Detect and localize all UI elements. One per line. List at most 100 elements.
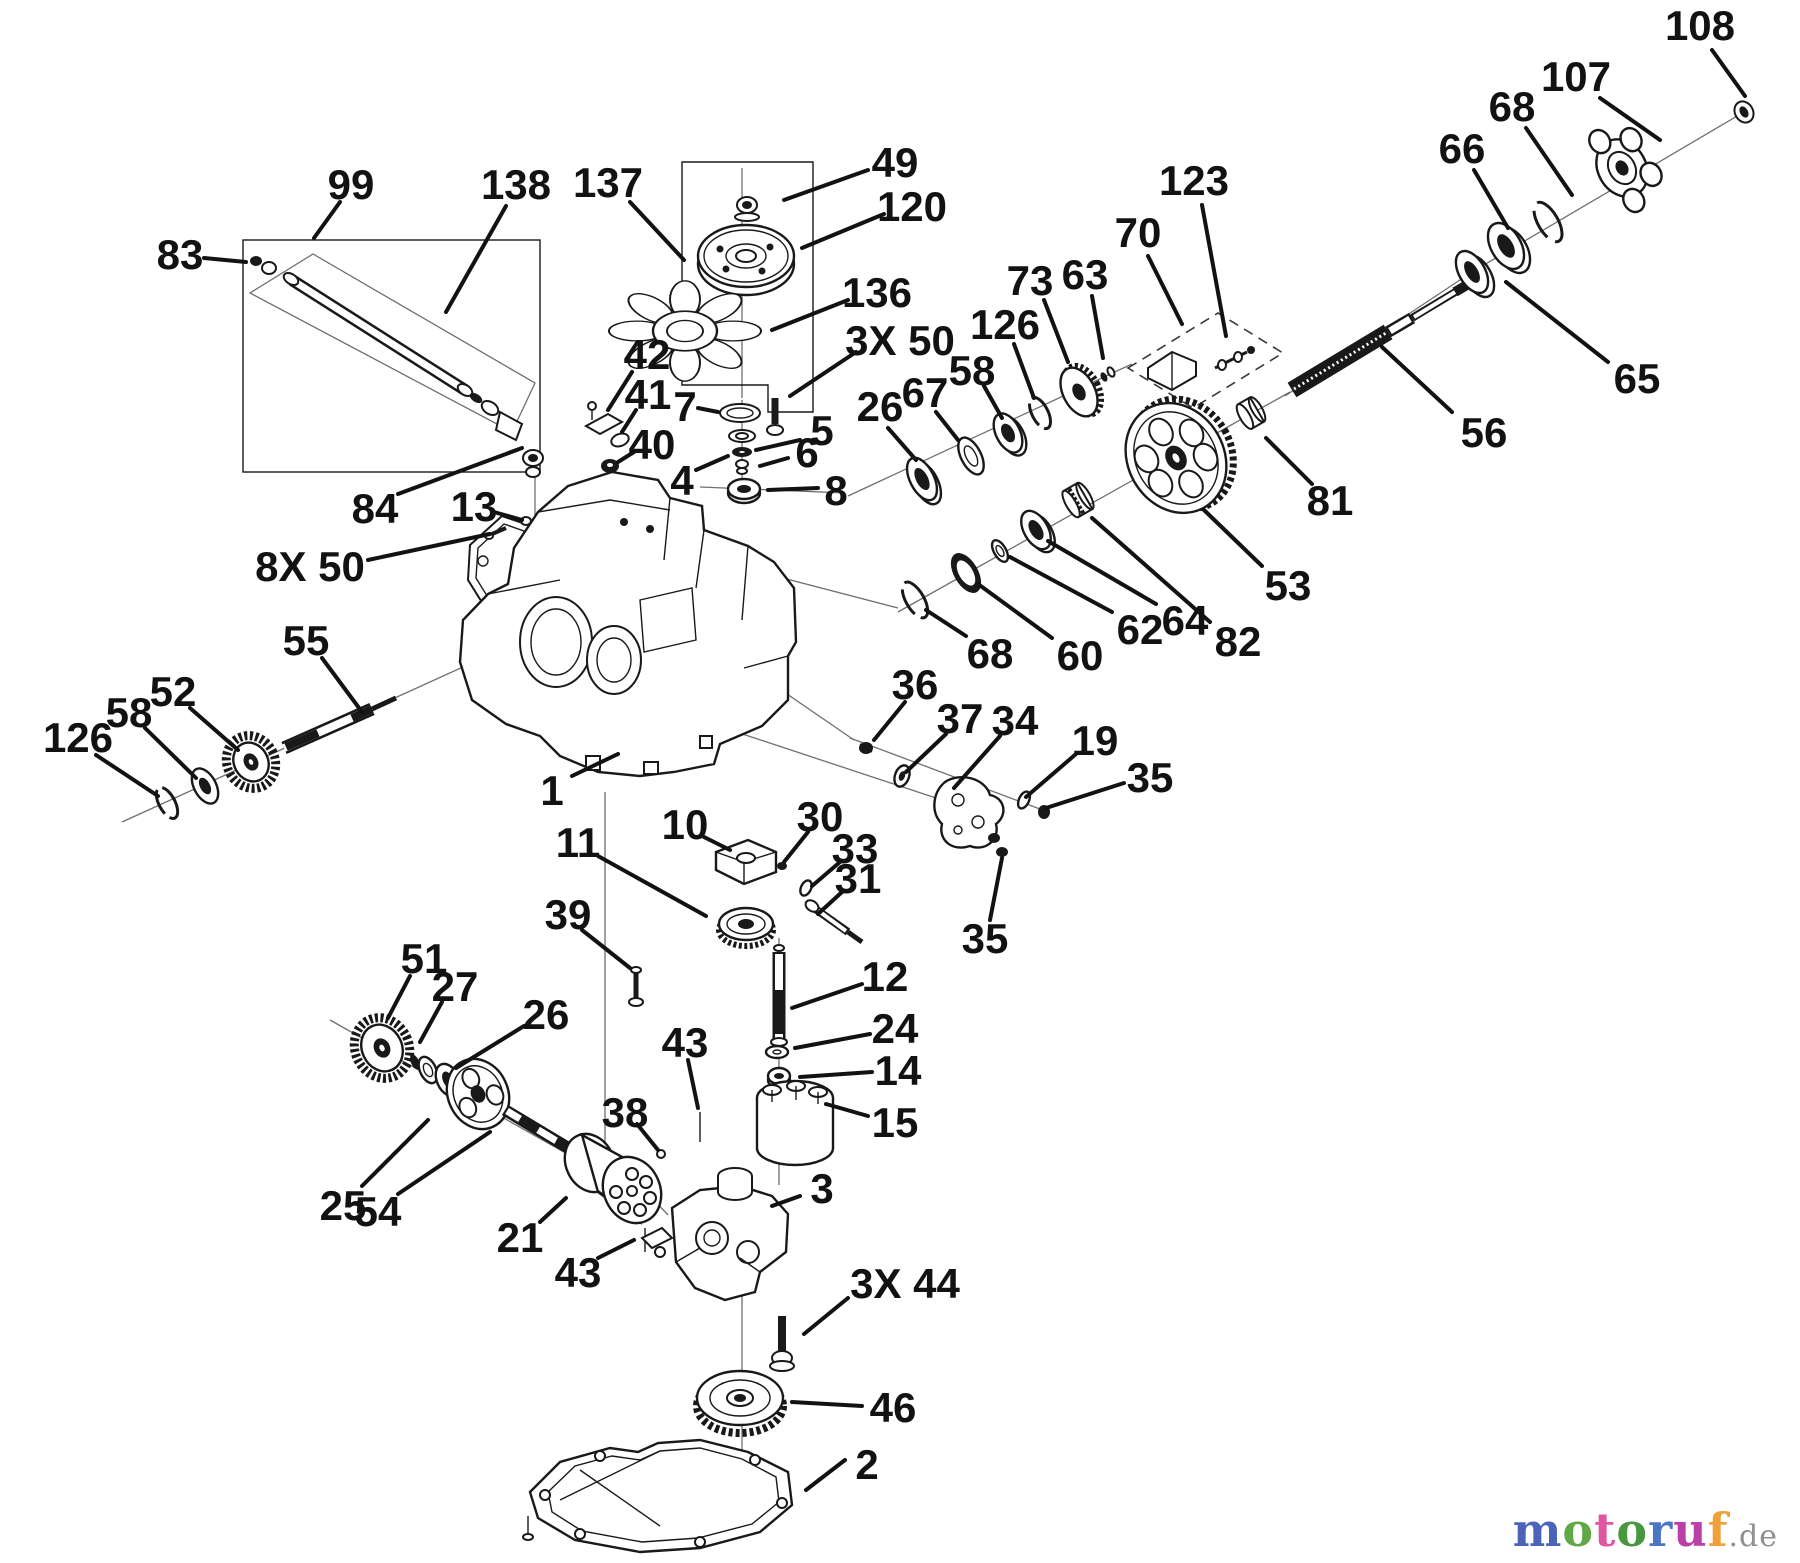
callout-label-56-7: 56 — [1461, 409, 1508, 456]
callout-label-3X50-59: 3X 50 — [845, 317, 955, 364]
watermark-logo: motoruf.de — [1513, 1503, 1778, 1557]
callout-leader-3X50-59 — [788, 350, 858, 398]
callout-leader-70-6 — [1146, 254, 1184, 326]
callout-leader-43-31 — [686, 1058, 700, 1110]
callout-label-66-3: 66 — [1439, 125, 1486, 172]
callout-label-54-37: 54 — [355, 1188, 402, 1235]
callout-label-83-52: 83 — [157, 231, 204, 278]
callout-label-15-30: 15 — [872, 1099, 919, 1146]
callout-label-25-36: 25 — [320, 1182, 367, 1229]
callout-label-84-51: 84 — [352, 485, 399, 532]
callout-leader-66-3 — [1472, 168, 1510, 230]
callout-leader-65-4 — [1504, 280, 1610, 364]
callout-label-60-13: 60 — [1057, 632, 1104, 679]
fan-pulley-group — [608, 161, 814, 436]
callout-leader-49-56 — [782, 168, 870, 202]
callout-label-108-0: 108 — [1665, 2, 1735, 49]
callout-label-35-19: 35 — [1127, 754, 1174, 801]
housing-1 — [458, 470, 798, 778]
callout-label-123-5: 123 — [1159, 157, 1229, 204]
callout-label-24-28: 24 — [872, 1005, 919, 1052]
callout-leader-137-55 — [628, 200, 686, 262]
watermark-letter: t — [1594, 1503, 1617, 1557]
cylinder-block-21 — [563, 1132, 663, 1225]
callout-leader-84-51 — [396, 446, 524, 496]
callout-leader-138-54 — [444, 204, 508, 314]
callout-label-81-8: 81 — [1307, 477, 1354, 524]
callout-label-82-10: 82 — [1215, 618, 1262, 665]
pin-31 — [804, 899, 864, 945]
callout-leader-15-30 — [824, 1102, 870, 1118]
nut-108 — [1733, 100, 1755, 124]
callout-label-8X50-50: 8X 50 — [255, 543, 365, 590]
callout-leader-60-13 — [976, 582, 1054, 640]
tube-end-fittings-84 — [469, 392, 544, 478]
callout-label-21-38: 21 — [497, 1214, 544, 1261]
callout-label-46-42: 46 — [870, 1384, 917, 1431]
callout-label-70-6: 70 — [1115, 209, 1162, 256]
callout-leader-7-62 — [696, 406, 720, 414]
callout-label-62-12: 62 — [1117, 606, 1164, 653]
callout-leader-62-12 — [1008, 555, 1114, 614]
brake-kit-box — [1126, 312, 1285, 409]
callout-leader-11-25 — [596, 854, 708, 918]
callout-label-136-58: 136 — [842, 269, 912, 316]
callout-leader-10-24 — [700, 834, 732, 852]
callout-label-43-31: 43 — [662, 1019, 709, 1066]
bypass-parts — [583, 401, 630, 473]
callout-label-68-2: 68 — [1489, 83, 1536, 130]
callout-label-34-17: 34 — [992, 697, 1039, 744]
cylinder-block-15 — [755, 1079, 835, 1167]
callout-leader-68-2 — [1524, 126, 1574, 197]
callout-leader-107-1 — [1598, 96, 1662, 142]
callout-leader-120-57 — [800, 212, 886, 250]
callout-leader-73-72 — [1042, 298, 1070, 364]
callout-leader-37-16 — [904, 732, 948, 774]
pulley-120 — [696, 223, 796, 297]
gear-11 — [716, 906, 776, 949]
callout-label-26-68: 26 — [857, 383, 904, 430]
callout-label-19-18: 19 — [1072, 717, 1119, 764]
callout-label-3X44-41: 3X 44 — [850, 1260, 960, 1307]
callout-leader-5-65 — [754, 438, 802, 452]
watermark-suffix: .de — [1728, 1519, 1778, 1554]
callout-leader-46-42 — [790, 1400, 864, 1408]
callout-leader-42-60 — [606, 370, 634, 412]
callout-leader-4-64 — [694, 454, 730, 472]
shaft-55 — [281, 695, 398, 754]
callout-label-65-4: 65 — [1614, 355, 1661, 402]
callout-leader-126-71 — [1012, 342, 1036, 400]
watermark-letter: o — [1616, 1503, 1648, 1557]
callout-label-33-22: 33 — [832, 825, 879, 872]
callout-label-41-61: 41 — [625, 371, 672, 418]
callout-label-27-34: 27 — [432, 963, 479, 1010]
callout-leader-39-26 — [580, 928, 632, 970]
callout-label-43-39: 43 — [555, 1249, 602, 1296]
callout-leader-24-28 — [793, 1032, 872, 1050]
callout-label-64-11: 64 — [1162, 597, 1209, 644]
callout-leader-64-11 — [1046, 539, 1158, 606]
callout-leader-8X50-50 — [366, 532, 492, 562]
bolt-50-fan — [766, 398, 784, 436]
bevel-gear-52 — [221, 731, 281, 793]
bushing-81 — [1235, 396, 1267, 430]
callout-leader-35-20 — [988, 856, 1004, 922]
callout-label-1-44: 1 — [540, 767, 563, 814]
callout-label-14-29: 14 — [875, 1047, 922, 1094]
callout-leader-51-35 — [386, 974, 412, 1020]
callout-leader-81-8 — [1264, 436, 1314, 486]
axle-train — [900, 100, 1755, 620]
callout-label-99-53: 99 — [328, 161, 375, 208]
callout-label-36-15: 36 — [892, 661, 939, 708]
nut-49 — [734, 196, 760, 222]
callout-label-10-24: 10 — [662, 801, 709, 848]
callout-label-40-63: 40 — [629, 421, 676, 468]
callout-leader-38-32 — [635, 1122, 660, 1152]
callout-leader-35-19 — [1044, 781, 1126, 810]
callout-label-67-69: 67 — [902, 369, 949, 416]
callout-leader-12-27 — [790, 982, 864, 1010]
callout-leader-26-33 — [454, 1024, 526, 1070]
pump-section-3 — [640, 1167, 790, 1302]
callout-label-126-71: 126 — [970, 301, 1040, 348]
